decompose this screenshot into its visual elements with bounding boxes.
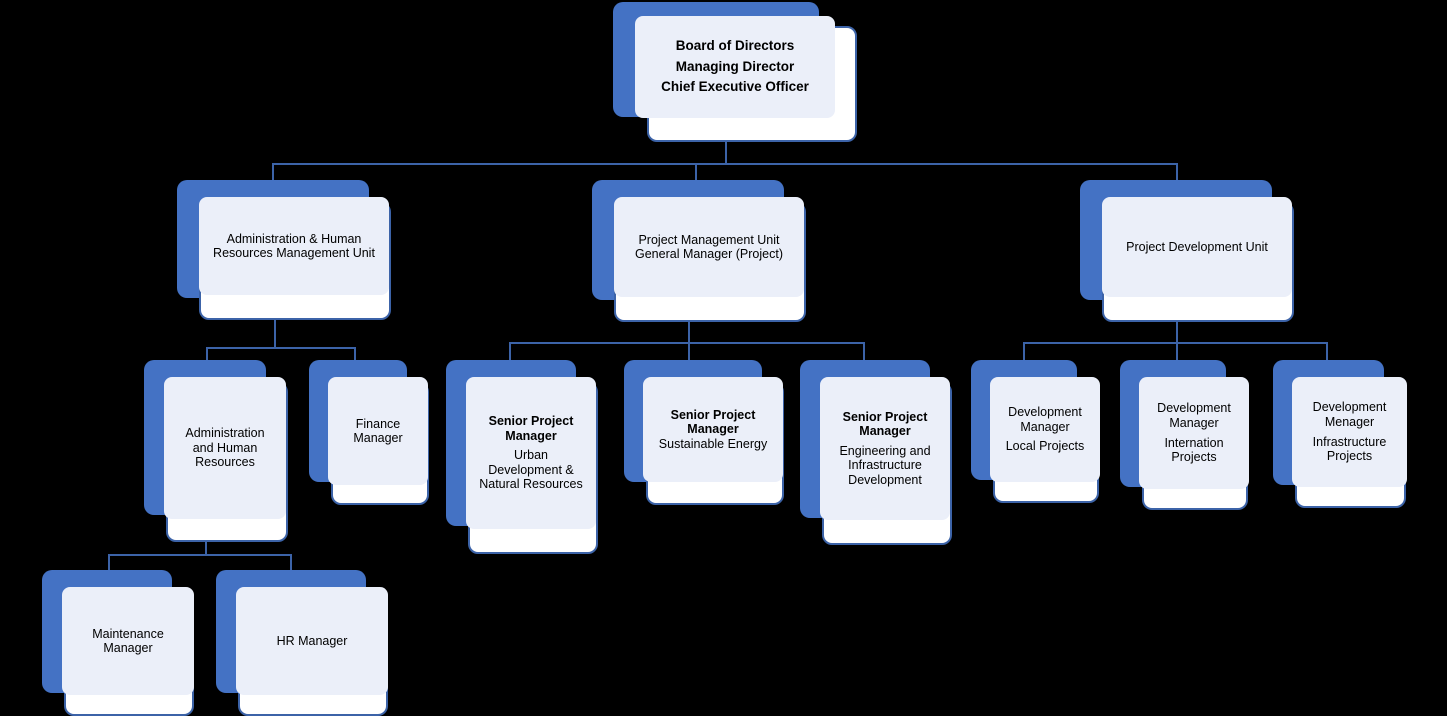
connector-drop-maintenance — [108, 554, 110, 572]
node-label-line: Project Management Unit General Manager … — [635, 232, 783, 262]
node-label-box: Finance Manager — [328, 377, 428, 485]
connector-root-stem — [725, 140, 727, 164]
connector-drop-hr-manager — [290, 554, 292, 572]
node-administration-and-human-resources[interactable]: Administration and Human Resources — [144, 360, 288, 542]
node-label-line: Development Manager — [1157, 401, 1231, 430]
connector-drop-finance — [354, 347, 356, 362]
connector-drop-spm-engineering — [863, 342, 865, 362]
connector-admin-children-bus — [206, 347, 356, 349]
node-development-manager-international[interactable]: Development Manager Internation Projects — [1120, 360, 1249, 510]
connector-drop-dev-international — [1176, 342, 1178, 362]
connector-pdu-children-bus — [1023, 342, 1326, 344]
connector-drop-spm-energy — [688, 342, 690, 362]
node-label-box: Maintenance Manager — [62, 587, 194, 695]
node-label-line: Senior Project Manager — [670, 407, 756, 437]
node-label-line: Development Menager — [1312, 400, 1387, 429]
node-project-development-unit[interactable]: Project Development Unit — [1080, 180, 1294, 322]
node-senior-project-manager-engineering[interactable]: Senior Project Manager Engineering and I… — [800, 360, 952, 545]
node-label-box: Development Manager Internation Projects — [1139, 377, 1249, 489]
node-label-line: Senior Project Manager — [488, 414, 574, 443]
connector-drop-pmu — [695, 163, 697, 185]
node-label-line: Maintenance Manager — [92, 626, 164, 656]
connector-drop-dev-infrastructure — [1326, 342, 1328, 362]
node-label-line: Administration and Human Resources — [185, 426, 265, 470]
connector-drop-spm-urban — [509, 342, 511, 362]
connector-drop-admin-unit — [272, 163, 274, 185]
connector-drop-admin-hr — [206, 347, 208, 362]
node-label-box: Senior Project Manager Sustainable Energ… — [643, 377, 783, 482]
connector-drop-dev-local — [1023, 342, 1025, 362]
node-label-line: Finance Manager — [353, 416, 403, 446]
node-label-box: Development Menager Infrastructure Proje… — [1292, 377, 1407, 487]
node-label-box: Senior Project Manager Engineering and I… — [820, 377, 950, 520]
node-administration-hr-management-unit[interactable]: Administration & Human Resources Managem… — [177, 180, 391, 320]
node-label-line: Board of Directors — [675, 37, 795, 53]
connector-pdu-stem — [1176, 320, 1178, 348]
node-label-box: Board of Directors Managing Director Chi… — [635, 16, 835, 118]
node-label-line: Engineering and Infrastructure Developme… — [839, 443, 931, 487]
node-development-manager-local[interactable]: Development Manager Local Projects — [971, 360, 1100, 503]
connector-bottom-bus — [108, 554, 292, 556]
node-label-line: Chief Executive Officer — [661, 79, 809, 95]
node-project-management-unit[interactable]: Project Management Unit General Manager … — [592, 180, 806, 322]
connector-pmu-stem — [688, 320, 690, 348]
node-label-line: Project Development Unit — [1126, 239, 1268, 254]
node-label-line: Internation Projects — [1164, 435, 1224, 465]
connector-admin-unit-stem — [274, 320, 276, 348]
node-hr-manager[interactable]: HR Manager — [216, 570, 388, 716]
connector-pmu-children-bus — [509, 342, 864, 344]
node-finance-manager[interactable]: Finance Manager — [309, 360, 429, 505]
node-label-line: Senior Project Manager — [842, 409, 928, 439]
connector-level1-bus — [272, 163, 1178, 165]
node-label-box: Project Development Unit — [1102, 197, 1292, 297]
node-label-box: Senior Project Manager Urban Development… — [466, 377, 596, 529]
node-senior-project-manager-energy[interactable]: Senior Project Manager Sustainable Energ… — [624, 360, 784, 505]
node-board-of-directors[interactable]: Board of Directors Managing Director Chi… — [613, 2, 857, 142]
node-development-manager-infrastructure[interactable]: Development Menager Infrastructure Proje… — [1273, 360, 1407, 508]
node-label-line: Infrastructure Projects — [1312, 434, 1387, 464]
node-senior-project-manager-urban[interactable]: Senior Project Manager Urban Development… — [446, 360, 598, 554]
node-label-line: HR Manager — [276, 633, 348, 648]
node-label-line: Managing Director — [675, 58, 795, 74]
node-label-box: Administration & Human Resources Managem… — [199, 197, 389, 295]
node-label-box: Administration and Human Resources — [164, 377, 286, 519]
node-label-line: Administration & Human Resources Managem… — [213, 231, 375, 261]
node-maintenance-manager[interactable]: Maintenance Manager — [42, 570, 194, 716]
node-label-box: Project Management Unit General Manager … — [614, 197, 804, 297]
node-label-line: Sustainable Energy — [658, 436, 768, 451]
node-label-box: Development Manager Local Projects — [990, 377, 1100, 482]
node-label-line: Local Projects — [1005, 439, 1085, 454]
node-label-box: HR Manager — [236, 587, 388, 695]
connector-drop-pdu — [1176, 163, 1178, 185]
node-label-line: Urban Development & Natural Resources — [479, 448, 583, 492]
node-label-line: Development Manager — [1008, 405, 1082, 434]
